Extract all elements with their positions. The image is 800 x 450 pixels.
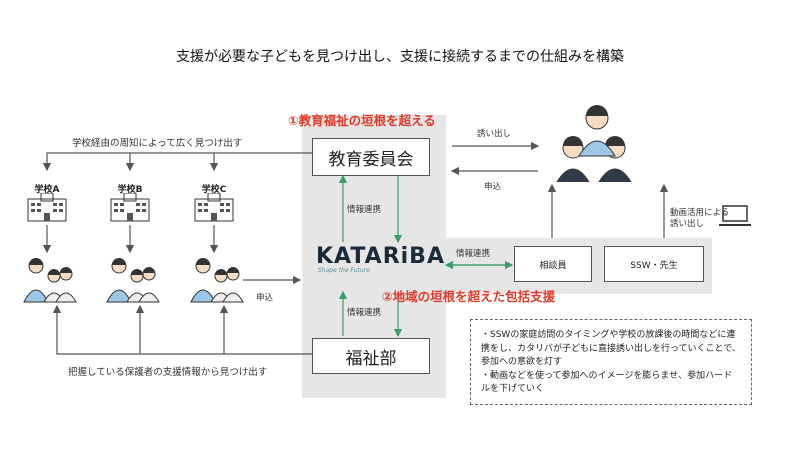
ssw-teacher-box: SSW・先生 [604, 246, 704, 282]
counselor-box: 相談員 [514, 246, 592, 282]
school-a-label: 学校A [34, 185, 60, 195]
logo-text: KATARiBA [316, 244, 445, 269]
school-notice-label: 学校経由の周知によって広く見つけ出す [72, 138, 243, 149]
welfare-department-box: 福祉部 [312, 338, 430, 374]
school-building-icon [194, 193, 234, 222]
support-note: ・SSWの家庭訪問のタイミングや学校の放課後の時間などに連携をし、カタリバが子ど… [470, 319, 752, 405]
school-c-label: 学校C [201, 185, 227, 195]
family-group-icon [23, 258, 77, 303]
label-education-welfare: ①教育福祉の垣根を超える [288, 113, 436, 128]
apply-top-label: 申込 [484, 182, 502, 192]
info-link-top-label: 情報連携 [347, 205, 382, 215]
family-group-icon [190, 258, 244, 303]
school-b-label: 学校B [117, 185, 143, 195]
label-regional-support: ②地域の垣根を超えた包括支援 [382, 289, 556, 304]
students-group-icon [556, 105, 632, 182]
katariba-logo: KATARiBA Shape the Future [316, 244, 445, 284]
info-link-bottom-label: 情報連携 [347, 308, 382, 318]
board-of-education-box: 教育委員会 [312, 138, 430, 176]
info-link-right-label: 情報連携 [456, 249, 491, 259]
school-building-icon [110, 193, 150, 222]
page-title: 支援が必要な子どもを見つけ出し、支援に接続するまでの仕組みを構築 [176, 49, 624, 65]
guardian-info-label: 把握している保護者の支援情報から見つけ出す [68, 367, 268, 378]
laptop-icon [719, 205, 751, 226]
school-building-icon [27, 193, 67, 222]
note-line: ・動画などを使って参加へのイメージを膨らませ、参加ハードルを下げていく [481, 370, 733, 395]
note-line: ・SSWの家庭訪問のタイミングや学校の放課後の時間などに連携をし、カタリバが子ど… [481, 330, 741, 367]
family-group-icon [106, 258, 160, 303]
logo-tagline: Shape the Future [318, 267, 370, 274]
video-invite-label: 動画活用による 誘い出し [670, 208, 730, 229]
invite-label: 誘い出し [477, 129, 512, 139]
apply-left-label: 申込 [256, 293, 274, 303]
